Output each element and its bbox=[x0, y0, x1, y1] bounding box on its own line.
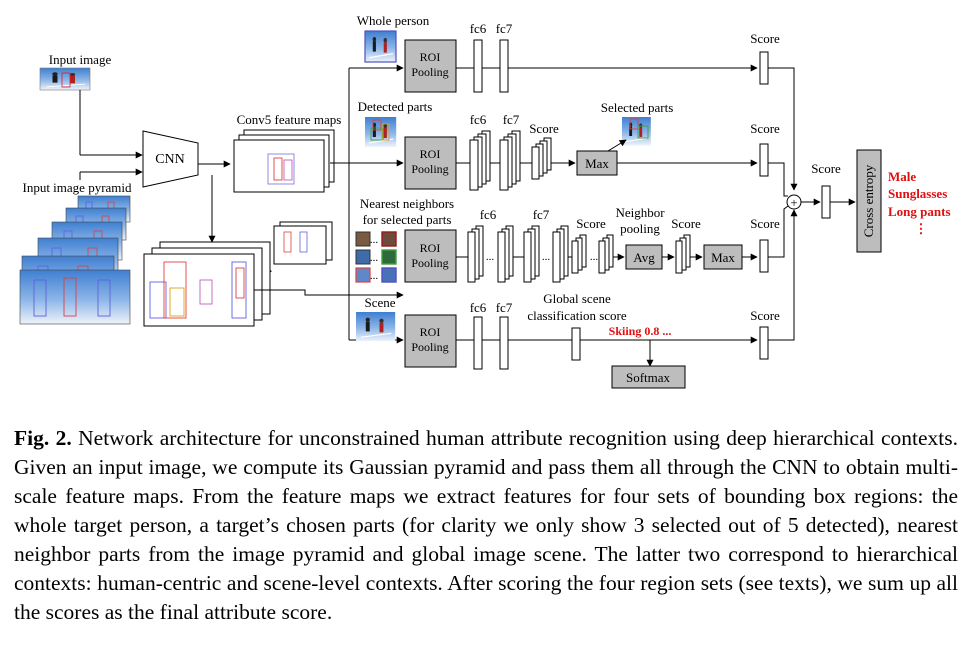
attribute-male: Male bbox=[888, 169, 916, 184]
architecture-diagram: Input image Input image pyramid bbox=[19, 13, 951, 389]
svg-text:...: ... bbox=[370, 252, 379, 264]
svg-text:Avg: Avg bbox=[633, 250, 655, 265]
conv5-feature-maps bbox=[233, 129, 335, 193]
avg-box bbox=[625, 244, 663, 270]
svg-text:ROI: ROI bbox=[420, 325, 441, 339]
score-label-4: Score bbox=[750, 308, 780, 323]
fc6-layer-1 bbox=[473, 39, 483, 93]
scene-score-layer bbox=[571, 327, 581, 361]
score-layer-1 bbox=[759, 51, 769, 85]
cross-entropy-label: Cross entropy bbox=[861, 164, 876, 237]
svg-text:Softmax: Softmax bbox=[626, 370, 671, 385]
global-scene-label-2: classification score bbox=[527, 308, 626, 323]
fc7-label-3: fc7 bbox=[533, 207, 550, 222]
whole-person-thumbnail bbox=[364, 30, 397, 63]
svg-text:ROI: ROI bbox=[420, 147, 441, 161]
score-label-2b: Score bbox=[750, 121, 780, 136]
score-label-3b: Score bbox=[671, 216, 701, 231]
cross-entropy-box bbox=[856, 149, 882, 253]
detected-parts-thumbnail bbox=[364, 116, 397, 148]
roi-pooling-1: ROI Pooling bbox=[404, 39, 457, 93]
score-stack-3b bbox=[675, 234, 691, 274]
svg-text:ROI: ROI bbox=[420, 241, 441, 255]
svg-text:Pooling: Pooling bbox=[411, 256, 448, 270]
score-layer-4 bbox=[759, 326, 769, 360]
neighbor-pooling-label-2: pooling bbox=[620, 221, 660, 236]
cnn-block bbox=[142, 130, 199, 188]
svg-text:Pooling: Pooling bbox=[411, 162, 448, 176]
nearest-neighbors-label-1: Nearest neighbors bbox=[360, 196, 454, 211]
figure-caption: Fig. 2. Network architecture for unconst… bbox=[14, 424, 958, 627]
selected-parts-label: Selected parts bbox=[601, 100, 674, 115]
cnn-label: CNN bbox=[155, 152, 185, 167]
pyramid-feature-maps: ... bbox=[143, 221, 333, 327]
nearest-neighbors-label-2: for selected parts bbox=[363, 212, 452, 227]
arrow-max-to-selected bbox=[607, 139, 627, 152]
attribute-sunglasses: Sunglasses bbox=[888, 186, 947, 201]
fc7-label-4: fc7 bbox=[496, 300, 513, 315]
scene-label: Scene bbox=[364, 295, 395, 310]
roi-pooling-3: ROI Pooling bbox=[404, 229, 457, 283]
detected-parts-label: Detected parts bbox=[358, 99, 433, 114]
fc7-label-1: fc7 bbox=[496, 21, 513, 36]
input-pyramid-label: Input image pyramid bbox=[22, 180, 132, 195]
svg-text:Max: Max bbox=[711, 250, 735, 265]
fc6-stack-2 bbox=[469, 130, 491, 191]
svg-text:...: ... bbox=[486, 251, 495, 263]
svg-text:ROI: ROI bbox=[420, 50, 441, 64]
figure-label: Fig. 2. bbox=[14, 426, 72, 450]
svg-text:+: + bbox=[790, 195, 797, 210]
caption-text: Network architecture for unconstrained h… bbox=[14, 426, 959, 624]
svg-text:Max: Max bbox=[585, 156, 609, 171]
attribute-list: Male Sunglasses Long pants ⋮ bbox=[888, 169, 951, 236]
final-score-layer bbox=[821, 185, 831, 219]
skiing-score: Skiing 0.8 ... bbox=[609, 324, 672, 338]
svg-text:...: ... bbox=[370, 234, 379, 246]
global-scene-label-1: Global scene bbox=[543, 291, 611, 306]
final-score-label: Score bbox=[811, 161, 841, 176]
neighbor-pooling-label-1: Neighbor bbox=[615, 205, 665, 220]
selected-parts-thumbnail bbox=[621, 116, 652, 147]
svg-text:Pooling: Pooling bbox=[411, 65, 448, 79]
score-label-2a: Score bbox=[529, 121, 559, 136]
attribute-more: ⋮ bbox=[915, 221, 928, 236]
input-image-label: Input image bbox=[49, 52, 112, 67]
svg-text:Pooling: Pooling bbox=[411, 340, 448, 354]
score-label-3a: Score bbox=[576, 216, 606, 231]
fc6-label-4: fc6 bbox=[470, 300, 487, 315]
input-image bbox=[39, 67, 91, 91]
fc6-label-2: fc6 bbox=[470, 112, 487, 127]
svg-text:...: ... bbox=[590, 251, 599, 263]
image-pyramid bbox=[19, 195, 131, 325]
roi-pooling-4: ROI Pooling bbox=[404, 314, 457, 368]
sum-node: + bbox=[786, 194, 802, 210]
fc6-layer-4 bbox=[473, 316, 483, 370]
fc7-layer-4 bbox=[499, 316, 509, 370]
fc7-layer-1 bbox=[499, 39, 509, 93]
score-label-1: Score bbox=[750, 31, 780, 46]
fc7-stack-3: ... bbox=[523, 225, 569, 283]
fc7-label-2: fc7 bbox=[503, 112, 520, 127]
fc6-stack-3: ... bbox=[467, 225, 514, 283]
whole-person-label: Whole person bbox=[357, 13, 430, 28]
score-stack-3: ... bbox=[571, 234, 614, 274]
score-label-3c: Score bbox=[750, 216, 780, 231]
scene-thumbnail bbox=[355, 311, 396, 342]
score-stack-2 bbox=[531, 137, 552, 180]
score-layer-2 bbox=[759, 143, 769, 177]
fc6-label-3: fc6 bbox=[480, 207, 497, 222]
score-layer-3 bbox=[759, 239, 769, 273]
svg-text:...: ... bbox=[542, 251, 551, 263]
softmax-box bbox=[611, 365, 686, 389]
fc7-stack-2 bbox=[499, 130, 521, 191]
attribute-long-pants: Long pants bbox=[888, 204, 951, 219]
conv5-label: Conv5 feature maps bbox=[237, 112, 342, 127]
svg-text:...: ... bbox=[370, 270, 379, 282]
nearest-neighbor-patches: ... ... ... bbox=[355, 231, 397, 283]
fc6-label-1: fc6 bbox=[470, 21, 487, 36]
max-box-2 bbox=[703, 244, 743, 270]
roi-pooling-2: ROI Pooling bbox=[404, 136, 457, 190]
max-box-1 bbox=[576, 150, 618, 176]
